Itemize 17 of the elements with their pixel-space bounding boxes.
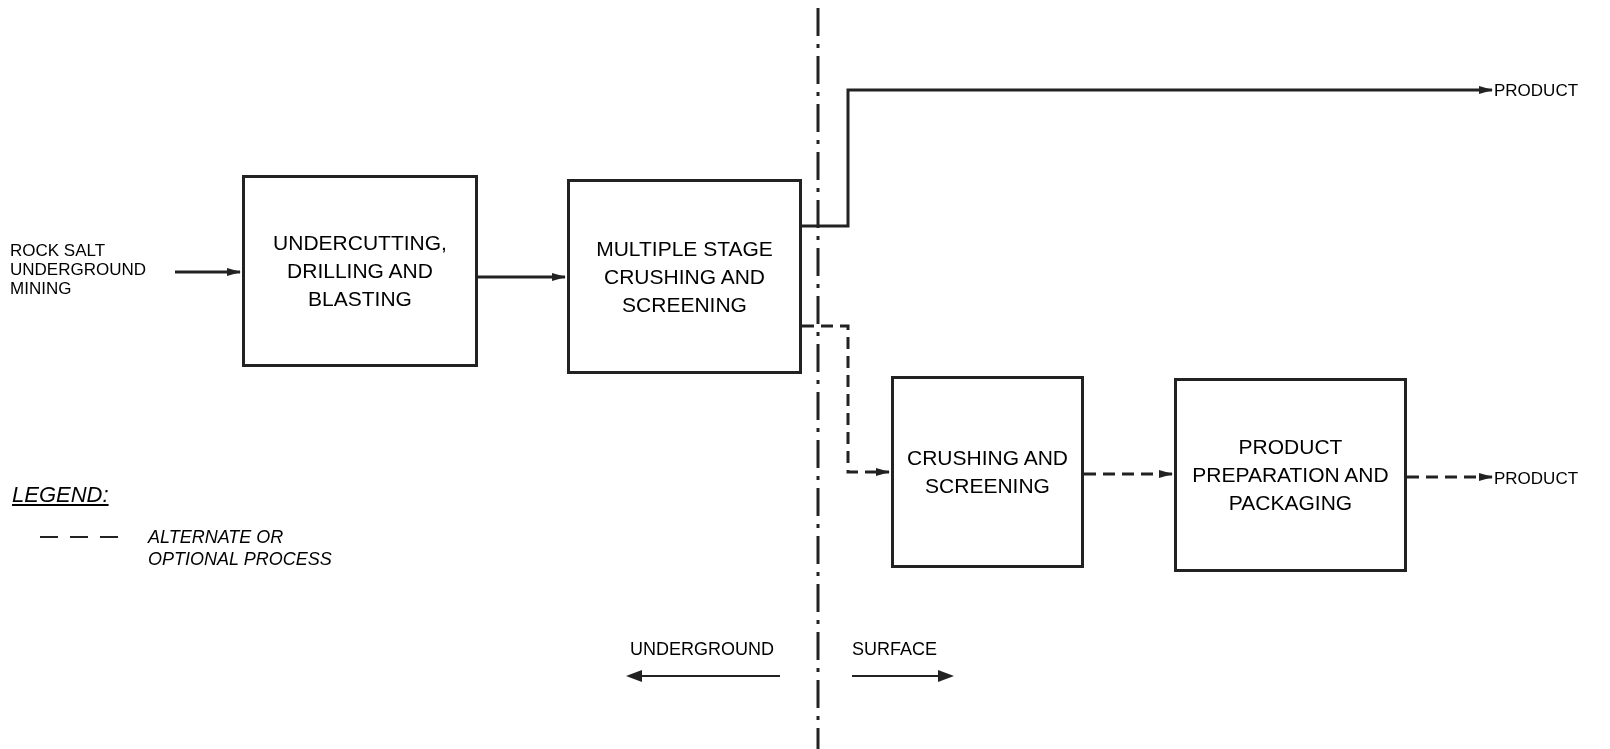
arrow xyxy=(478,273,566,281)
arrow xyxy=(1084,470,1173,478)
arrow xyxy=(802,86,1493,228)
legend-text: ALTERNATE OR OPTIONAL PROCESS xyxy=(148,526,333,570)
process-box: MULTIPLE STAGE CRUSHING AND SCREENING xyxy=(567,179,802,374)
legend-heading: LEGEND: xyxy=(12,481,109,509)
process-box: UNDERCUTTING, DRILLING AND BLASTING xyxy=(242,175,478,367)
area-label: SURFACE xyxy=(852,638,938,661)
arrow xyxy=(1407,473,1493,481)
terminal-label: PRODUCT xyxy=(1494,78,1594,102)
terminal-label: ROCK SALT UNDERGROUND MINING xyxy=(10,236,175,302)
process-box: CRUSHING AND SCREENING xyxy=(891,376,1084,568)
area-label: UNDERGROUND xyxy=(630,638,774,661)
terminal-label: PRODUCT xyxy=(1494,466,1594,490)
process-box: PRODUCT PREPARATION AND PACKAGING xyxy=(1174,378,1407,572)
arrow xyxy=(175,268,241,276)
arrow xyxy=(802,324,890,476)
